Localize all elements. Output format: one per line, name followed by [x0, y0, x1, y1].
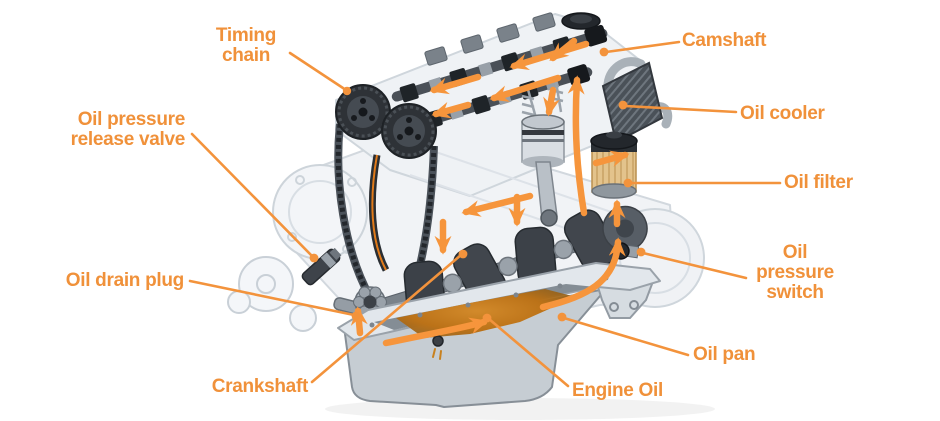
label-line: Camshaft [682, 30, 767, 51]
engine-oil-pool [396, 289, 576, 338]
oil-pressure-release-valve-part [301, 247, 342, 286]
label-camshaft: Camshaft [682, 31, 766, 51]
label-line: Engine Oil [572, 380, 663, 401]
cam-sprocket-front [335, 84, 391, 140]
label-line: switch [766, 282, 824, 303]
leader-lines [188, 40, 782, 388]
oil-filler-cap [561, 12, 601, 30]
label-line: Oil cooler [740, 103, 825, 124]
label-oil-pan: Oil pan [693, 344, 756, 365]
label-line: pressure [756, 262, 834, 283]
label-line: Oil filter [784, 172, 853, 193]
label-engine-oil: Engine Oil [572, 381, 663, 401]
connecting-rod [535, 161, 558, 227]
label-oil-filter: Oil filter [784, 173, 853, 193]
oil-cooler-part [601, 57, 673, 144]
label-crankshaft: Crankshaft [178, 376, 309, 397]
label-oil-pressure-release-valve: Oil pressure release valve [30, 109, 186, 150]
cam-towers [424, 12, 556, 66]
label-line: Crankshaft [211, 376, 309, 397]
leader-dots [309, 47, 646, 323]
cam-sprocket-rear [381, 103, 437, 159]
label-line: Oil drain plug [65, 270, 185, 291]
oil-drain-plug-part [432, 335, 444, 360]
label-line: release valve [70, 129, 186, 150]
oil-flow-arrows [350, 37, 630, 347]
label-line: Oil pressure [77, 109, 186, 130]
label-oil-pressure-switch: Oil pressure switch [745, 243, 845, 303]
piston [521, 114, 565, 168]
label-oil-cooler: Oil cooler [740, 104, 825, 124]
label-timing-chain: Timing chain [196, 26, 296, 66]
label-line: Oil [782, 242, 808, 263]
label-line: Timing [215, 25, 277, 46]
label-line: chain [221, 45, 271, 66]
accessory-pulleys-ghost [227, 256, 317, 332]
label-oil-drain-plug: Oil drain plug [29, 270, 185, 291]
label-line: Oil pan [693, 344, 756, 365]
oil-pan-part [337, 262, 661, 408]
